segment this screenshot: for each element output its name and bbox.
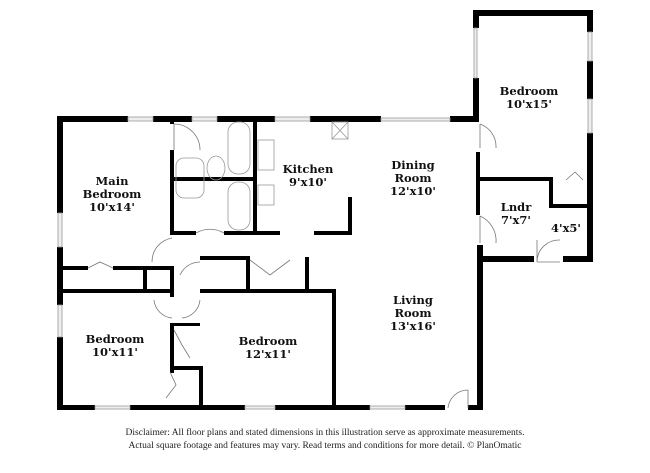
- room-label-laundry: Lndr 7'x7': [501, 201, 532, 227]
- disclaimer-line-2: Actual square footage and features may v…: [128, 441, 522, 451]
- room-name: Room: [394, 306, 432, 320]
- room-size: 9'x10': [289, 175, 327, 189]
- room-name: Bedroom: [238, 334, 298, 348]
- room-name: Room: [394, 171, 432, 185]
- disclaimer-line-1: Disclaimer: All floor plans and stated d…: [125, 428, 525, 438]
- room-label-main-bedroom: Main Bedroom 10'x14': [83, 175, 142, 214]
- room-name: Lndr: [500, 200, 532, 214]
- walls: [57, 10, 593, 410]
- room-size: 12'x10': [390, 184, 436, 198]
- room-label-closet: 4'x5': [551, 222, 581, 235]
- windows: [57, 27, 593, 410]
- room-name: Dining: [391, 158, 435, 172]
- fixtures: [175, 121, 349, 231]
- room-size: 10'x14': [89, 200, 135, 214]
- room-label-living-room: Living Room 13'x16': [390, 294, 436, 333]
- room-size: 4'x5': [551, 221, 581, 235]
- room-label-bedroom-center: Bedroom 12'x11': [239, 335, 298, 361]
- room-name: Main: [95, 174, 129, 188]
- room-name: Living: [393, 293, 433, 307]
- room-size: 13'x16': [390, 319, 436, 333]
- room-label-kitchen: Kitchen 9'x10': [283, 163, 334, 189]
- room-label-bedroom-left: Bedroom 10'x11': [86, 333, 145, 359]
- room-size: 7'x7': [501, 213, 531, 227]
- room-name: Bedroom: [85, 332, 145, 346]
- doors: [87, 123, 584, 409]
- room-name: Bedroom: [499, 84, 559, 98]
- room-name: Bedroom: [82, 187, 142, 201]
- room-label-dining-room: Dining Room 12'x10': [390, 159, 436, 198]
- room-name: Kitchen: [282, 162, 334, 176]
- room-size: 10'x15': [506, 97, 552, 111]
- room-label-bedroom-upper: Bedroom 10'x15': [500, 85, 559, 111]
- room-size: 10'x11': [92, 345, 138, 359]
- room-size: 12'x11': [245, 347, 291, 361]
